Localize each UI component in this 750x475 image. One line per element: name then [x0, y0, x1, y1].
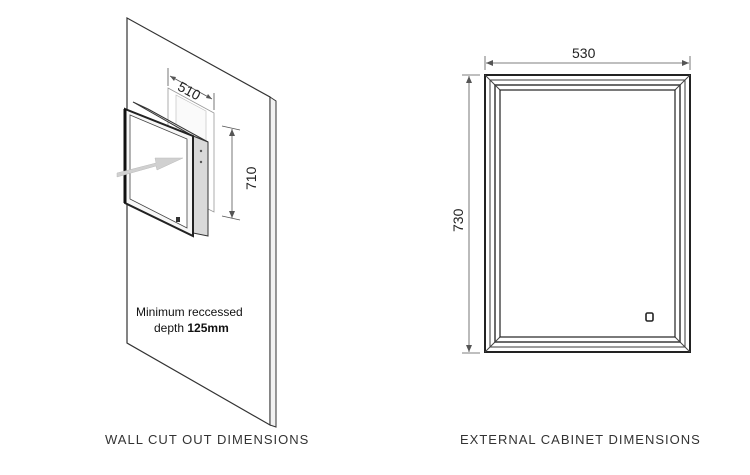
dim-730-label: 730 — [450, 208, 466, 232]
dim-710-label: 710 — [243, 166, 259, 190]
wall-cutout-view: 510 710 Minimum reccessed depth 125mm WA… — [105, 16, 309, 447]
cabinet-frame-inner — [494, 84, 681, 343]
touch-switch-icon — [176, 217, 180, 222]
dim-530-label: 530 — [572, 45, 596, 61]
cabinet-mirror — [499, 89, 676, 338]
dim-530: 530 — [484, 45, 691, 70]
external-cabinet-caption: EXTERNAL CABINET DIMENSIONS — [460, 432, 701, 447]
recess-depth-note-line2: depth 125mm — [154, 321, 229, 335]
cabinet-frame-band — [489, 79, 686, 348]
cabinet-in-wall — [123, 101, 209, 238]
dim-730: 730 — [450, 74, 480, 354]
insert-arrow — [116, 157, 184, 178]
wall-cutout-caption: WALL CUT OUT DIMENSIONS — [105, 432, 309, 447]
recess-depth-value: 125mm — [187, 321, 228, 335]
recess-depth-note-line1: Minimum reccessed — [136, 305, 243, 319]
dim-710: 710 — [221, 125, 259, 221]
external-cabinet-view: 530 730 EXTERNAL CABINET DIMENSIONS — [450, 45, 701, 447]
wall-thickness — [269, 96, 277, 428]
touch-switch-icon-front — [645, 312, 654, 322]
recess-depth-prefix: depth — [154, 321, 187, 335]
